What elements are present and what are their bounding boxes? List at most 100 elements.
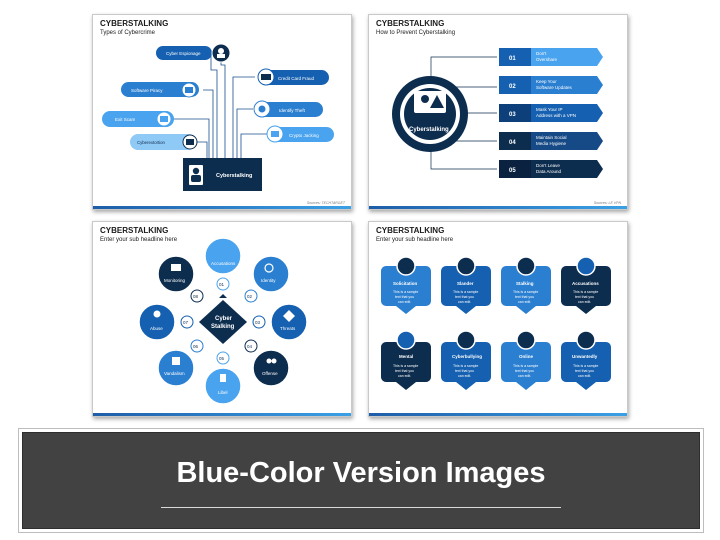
svg-text:This is a sample: This is a sample xyxy=(393,364,418,368)
svg-text:Overshare: Overshare xyxy=(536,57,558,62)
slide3-title: CYBERSTALKING xyxy=(100,226,169,235)
svg-text:Cyberbullying: Cyberbullying xyxy=(452,354,482,359)
svg-text:Vandalism: Vandalism xyxy=(164,371,185,376)
svg-text:Slander: Slander xyxy=(457,281,474,286)
slide-cyber-stalking-wheel[interactable]: CYBERSTALKING Enter your sub headline he… xyxy=(92,221,352,417)
label-crypto-jacking: Crypto Jacking xyxy=(289,133,319,138)
slide4-bottom-bar xyxy=(369,413,627,416)
svg-text:can edit.: can edit. xyxy=(578,374,591,378)
card-stalking: Stalking This is a sample text that you … xyxy=(501,256,551,314)
label-cyber-espionage: Cyber Espionage xyxy=(166,51,201,56)
svg-text:02: 02 xyxy=(247,294,253,299)
svg-text:Libel: Libel xyxy=(218,390,228,395)
svg-text:can edit.: can edit. xyxy=(458,300,471,304)
slide-types-of-cybercrime[interactable]: CYBERSTALKING Types of Cybercrime Cybers… xyxy=(92,14,352,210)
slide-how-to-prevent[interactable]: CYBERSTALKING How to Prevent Cyberstalki… xyxy=(368,14,628,210)
svg-text:Address with a VPN: Address with a VPN xyxy=(536,113,576,118)
svg-text:02: 02 xyxy=(509,84,516,90)
svg-text:Software Updates: Software Updates xyxy=(536,85,573,90)
node-offense: Offense 04 xyxy=(244,339,290,387)
svg-text:Offense: Offense xyxy=(262,371,278,376)
node-identity: Identity 02 xyxy=(244,255,290,303)
slide1-subtitle: Types of Cybercrime xyxy=(100,30,156,36)
card-solicitation: Solicitation This is a sample text that … xyxy=(381,256,431,314)
svg-text:Keep Your: Keep Your xyxy=(536,79,557,84)
label-exit-scam: Exit Scam xyxy=(115,117,136,122)
svg-text:can edit.: can edit. xyxy=(398,300,411,304)
svg-text:Don't Leave: Don't Leave xyxy=(536,163,560,168)
svg-text:This is a sample: This is a sample xyxy=(513,290,538,294)
step-01: 01 Don't Overshare xyxy=(499,48,603,66)
slide4-title: CYBERSTALKING xyxy=(376,226,445,235)
slide4-subtitle: Enter your sub headline here xyxy=(376,237,454,243)
card-grid: Solicitation This is a sample text that … xyxy=(381,256,611,390)
svg-text:Online: Online xyxy=(519,354,533,359)
svg-text:01: 01 xyxy=(219,282,225,287)
svg-text:05: 05 xyxy=(509,168,516,174)
node-monitoring: Monitoring 08 xyxy=(157,255,204,303)
banner-title: Blue-Color Version Images xyxy=(176,457,546,489)
prevention-diagram: Cyberstalking 01 Don't Overshare 02 Keep… xyxy=(392,48,603,178)
banner: Blue-Color Version Images xyxy=(22,432,700,529)
svg-text:This is a sample: This is a sample xyxy=(453,364,478,368)
card-mental: Mental This is a sample text that you ca… xyxy=(381,330,431,390)
banner-underline xyxy=(161,507,561,508)
svg-text:This is a sample: This is a sample xyxy=(393,290,418,294)
svg-text:01: 01 xyxy=(509,56,516,62)
svg-text:text that you: text that you xyxy=(395,369,414,373)
card-online: Online This is a sample text that you ca… xyxy=(501,330,551,390)
svg-text:can edit.: can edit. xyxy=(578,300,591,304)
banner-frame xyxy=(18,428,704,533)
center-label: Cyberstalking xyxy=(409,127,449,133)
step-05: 05 Don't Leave Data Around xyxy=(499,160,603,178)
svg-text:04: 04 xyxy=(509,140,516,146)
cybercrime-diagram: Cyberstalking Cyber Espionage Software P… xyxy=(102,43,334,191)
card-cyberbullying: Cyberbullying This is a sample text that… xyxy=(441,330,491,390)
svg-text:Identity: Identity xyxy=(261,278,276,283)
svg-text:04: 04 xyxy=(247,344,253,349)
svg-text:Accusations: Accusations xyxy=(572,281,599,286)
svg-text:05: 05 xyxy=(219,356,225,361)
step-04: 04 Maintain Social Media Hygiene xyxy=(499,132,603,150)
svg-text:can edit.: can edit. xyxy=(398,374,411,378)
card-unwantedly: Unwantedly This is a sample text that yo… xyxy=(561,330,611,390)
center-label: Cyberstalking xyxy=(216,173,252,179)
svg-text:Data Around: Data Around xyxy=(536,169,562,174)
slide1-bottom-bar xyxy=(93,206,351,209)
slide2-title: CYBERSTALKING xyxy=(376,19,445,28)
slide-cyber-stalking-cards[interactable]: CYBERSTALKING Enter your sub headline he… xyxy=(368,221,628,417)
svg-text:can edit.: can edit. xyxy=(518,300,531,304)
svg-text:03: 03 xyxy=(255,320,261,325)
slide3-subtitle: Enter your sub headline here xyxy=(100,237,178,243)
slide3-bottom-bar xyxy=(93,413,351,416)
step-03: 03 Mask Your IP Address with a VPN xyxy=(499,104,603,122)
svg-text:Abuse: Abuse xyxy=(150,326,163,331)
label-software-piracy: Software Piracy xyxy=(131,88,163,93)
svg-text:03: 03 xyxy=(509,112,516,118)
slide1-source: Sources: TECHTARGET xyxy=(306,201,345,205)
node-threats: Threats 03 xyxy=(252,303,308,341)
svg-text:Unwantedly: Unwantedly xyxy=(572,354,598,359)
card-accusations: Accusations This is a sample text that y… xyxy=(561,256,611,314)
label-cyberextortion: Cyberextortion xyxy=(137,140,166,145)
label-credit-card-fraud: Credit Card Fraud xyxy=(278,76,315,81)
center-line1: Cyber xyxy=(215,316,233,322)
svg-text:This is a sample: This is a sample xyxy=(453,290,478,294)
card-slander: Slander This is a sample text that you c… xyxy=(441,256,491,314)
svg-text:text that you: text that you xyxy=(455,369,474,373)
label-identify-theft: Identify Theft xyxy=(279,108,306,113)
slide1-title: CYBERSTALKING xyxy=(100,19,169,28)
svg-text:can edit.: can edit. xyxy=(458,374,471,378)
svg-text:Mask Your IP: Mask Your IP xyxy=(536,107,563,112)
svg-text:This is a sample: This is a sample xyxy=(513,364,538,368)
slide2-bottom-bar xyxy=(369,206,627,209)
svg-text:Threats: Threats xyxy=(280,326,296,331)
svg-text:Monitoring: Monitoring xyxy=(164,278,186,283)
svg-text:text that you: text that you xyxy=(575,369,594,373)
svg-text:text that you: text that you xyxy=(455,295,474,299)
svg-text:text that you: text that you xyxy=(515,295,534,299)
svg-text:Solicitation: Solicitation xyxy=(393,281,418,286)
svg-text:Mental: Mental xyxy=(399,354,413,359)
slide2-source: Sources: LE VPN xyxy=(593,201,621,205)
svg-text:This is a sample: This is a sample xyxy=(573,364,598,368)
